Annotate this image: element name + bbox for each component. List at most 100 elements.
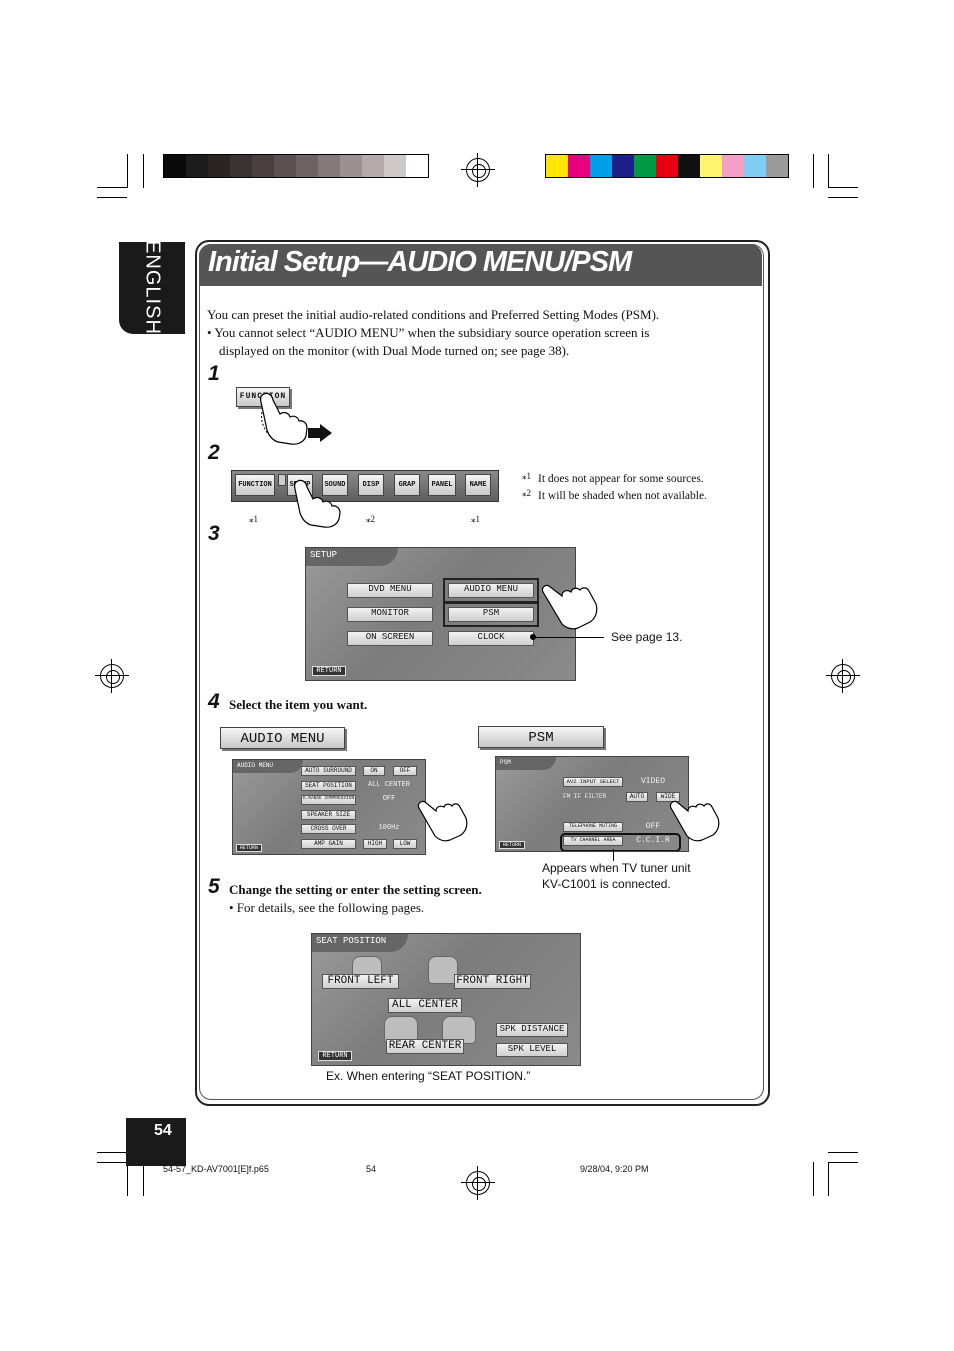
color-swatch <box>766 155 788 177</box>
auto-surround-on[interactable]: ON <box>363 766 385 776</box>
step-4-number: 4 <box>208 690 220 713</box>
crop-mark <box>813 154 814 188</box>
psm-note-line2: KV-C1001 is connected. <box>542 877 671 891</box>
color-swatch <box>406 155 428 177</box>
seat-position-item[interactable]: SEAT POSITION <box>301 781 356 791</box>
audio-menu-label: AUDIO MENU <box>220 727 345 749</box>
color-swatch <box>744 155 766 177</box>
psm-button[interactable]: PSM <box>443 602 539 627</box>
step-5-text: Change the setting or enter the setting … <box>229 882 482 897</box>
callout-dot <box>530 634 536 640</box>
footnote-mark: ⁎1 <box>249 514 258 524</box>
color-swatch <box>230 155 252 177</box>
front-left-button[interactable]: FRONT LEFT <box>322 974 399 989</box>
audio-menu-button[interactable]: AUDIO MENU <box>443 578 539 603</box>
color-swatch <box>568 155 590 177</box>
tv-channel-area-item[interactable]: TV CHANNEL AREA <box>563 836 623 846</box>
all-center-button[interactable]: ALL CENTER <box>388 998 462 1013</box>
amp-gain-high[interactable]: HIGH <box>363 839 387 849</box>
color-swatch <box>252 155 274 177</box>
front-right-button[interactable]: FRONT RIGHT <box>454 974 531 989</box>
crop-mark <box>813 1162 814 1196</box>
bar-function-button[interactable]: FUNCTION <box>235 474 275 496</box>
speaker-size-item[interactable]: SPEAKER SIZE <box>301 810 356 820</box>
step-5-bullet: • For details, see the following pages. <box>229 900 425 915</box>
audio-menu-return-button[interactable]: RETURN <box>236 844 262 852</box>
tv-channel-area-value: C.C.I.R <box>636 836 670 845</box>
av2-input-select-value: VIDEO <box>640 777 665 786</box>
clock-button[interactable]: CLOCK <box>448 631 534 646</box>
psm-return-button[interactable]: RETURN <box>499 841 525 849</box>
bar-panel-button[interactable]: PANEL <box>428 474 456 496</box>
pointing-hand-icon <box>260 392 332 445</box>
fm-if-filter-wide[interactable]: WIDE <box>656 792 680 802</box>
registration-mark-icon <box>461 1166 495 1200</box>
amp-gain-low[interactable]: LOW <box>393 839 417 849</box>
fm-if-filter-item: FM IF FILTER <box>563 793 607 800</box>
crop-mark <box>143 1162 144 1196</box>
see-page-note: See page 13. <box>611 630 683 644</box>
amp-gain-item[interactable]: AMP GAIN <box>301 839 356 849</box>
crop-mark <box>828 1152 858 1153</box>
d-range-compression-value: OFF <box>382 795 396 803</box>
rear-center-button[interactable]: REAR CENTER <box>386 1039 464 1054</box>
title-band: Initial Setup—AUDIO MENU/PSM <box>199 244 762 286</box>
registration-mark-icon <box>95 659 129 693</box>
crop-mark <box>97 1162 127 1163</box>
page-number-box: 54 <box>126 1118 186 1166</box>
audio-menu-screen: AUDIO MENU AUTO SURROUND ON OFF SEAT POS… <box>232 759 426 855</box>
setup-screen-header: SETUP <box>306 548 398 566</box>
footer-file: 54-57_KD-AV7001[E]f.p65 <box>163 1164 269 1174</box>
tv-channel-area-highlight <box>560 833 681 851</box>
crop-mark <box>828 197 858 198</box>
registration-mark-icon <box>826 659 860 693</box>
auto-surround-item[interactable]: AUTO SURROUND <box>301 766 356 776</box>
spk-level-button[interactable]: SPK LEVEL <box>496 1043 568 1057</box>
color-swatch <box>700 155 722 177</box>
telephone-muting-value: OFF <box>645 822 661 831</box>
spk-distance-button[interactable]: SPK DISTANCE <box>496 1023 568 1037</box>
cross-over-item[interactable]: CROSS OVER <box>301 824 356 834</box>
color-swatch <box>722 155 744 177</box>
crop-mark <box>143 154 144 188</box>
pointing-hand-icon <box>669 800 720 842</box>
footnote-2: It will be shaded when not available. <box>538 490 707 502</box>
crop-mark <box>97 1152 127 1153</box>
seat-position-screen: SEAT POSITION FRONT LEFT FRONT RIGHT ALL… <box>311 933 581 1066</box>
telephone-muting-item[interactable]: TELEPHONE MUTING <box>563 822 623 832</box>
psm-label: PSM <box>478 726 604 748</box>
crop-mark <box>127 154 128 188</box>
color-swatch <box>362 155 384 177</box>
footnote-2-mark: ⁎2 <box>522 488 531 498</box>
bar-disp-button[interactable]: DISP <box>358 474 384 496</box>
intro-bullet: • You cannot select “AUDIO MENU” when th… <box>207 325 650 340</box>
bar-name-button[interactable]: NAME <box>465 474 491 496</box>
color-swatch <box>296 155 318 177</box>
return-button[interactable]: RETURN <box>312 666 346 676</box>
on-screen-button[interactable]: ON SCREEN <box>347 631 433 646</box>
seat-position-header: SEAT POSITION <box>312 934 408 952</box>
crop-mark <box>127 1162 128 1196</box>
pointing-hand-icon <box>541 584 598 630</box>
auto-surround-off[interactable]: OFF <box>393 766 417 776</box>
cross-over-value: 100Hz <box>378 824 400 832</box>
crop-mark <box>828 1162 858 1163</box>
seat-position-caption: Ex. When entering “SEAT POSITION.” <box>326 1069 531 1083</box>
step-2-number: 2 <box>208 441 220 464</box>
bar-sound-button[interactable]: SOUND <box>322 474 348 496</box>
step-1-number: 1 <box>208 362 220 385</box>
callout-line <box>536 637 604 638</box>
color-swatch <box>164 155 186 177</box>
av2-input-select-item[interactable]: AV2 INPUT SELECT <box>563 777 623 787</box>
monitor-button[interactable]: MONITOR <box>347 607 433 622</box>
psm-note-line1: Appears when TV tuner unit <box>542 861 691 875</box>
fm-if-filter-auto[interactable]: AUTO <box>626 792 648 802</box>
page-title: Initial Setup—AUDIO MENU/PSM <box>208 246 632 278</box>
seat-return-button[interactable]: RETURN <box>318 1051 352 1061</box>
color-swatch <box>274 155 296 177</box>
bar-grap-button[interactable]: GRAP <box>394 474 420 496</box>
footer-date: 9/28/04, 9:20 PM <box>580 1164 649 1174</box>
color-swatch <box>186 155 208 177</box>
dvd-menu-button[interactable]: DVD MENU <box>347 583 433 598</box>
d-range-compression-item[interactable]: D.RANGE COMPRESSION <box>301 795 356 805</box>
